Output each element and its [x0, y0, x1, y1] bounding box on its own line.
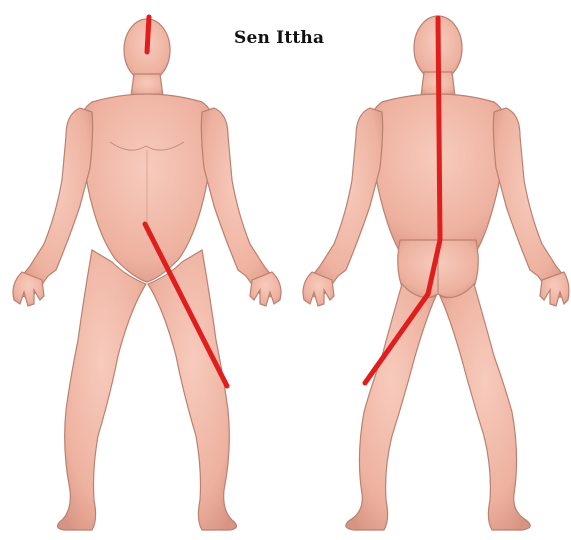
front-left-leg [57, 250, 146, 530]
back-left-leg [346, 284, 436, 530]
front-right-leg [148, 250, 237, 530]
back-right-leg [440, 284, 530, 530]
front-neck [131, 74, 163, 96]
front-head-meridian-line [147, 17, 149, 52]
back-left-arm [309, 108, 383, 297]
diagram-title: Sen Ittha [234, 28, 324, 48]
front-right-arm [201, 108, 275, 297]
front-left-arm [19, 108, 93, 297]
back-right-arm [493, 108, 567, 297]
back-view-body [303, 16, 569, 530]
front-view-body [13, 19, 281, 530]
